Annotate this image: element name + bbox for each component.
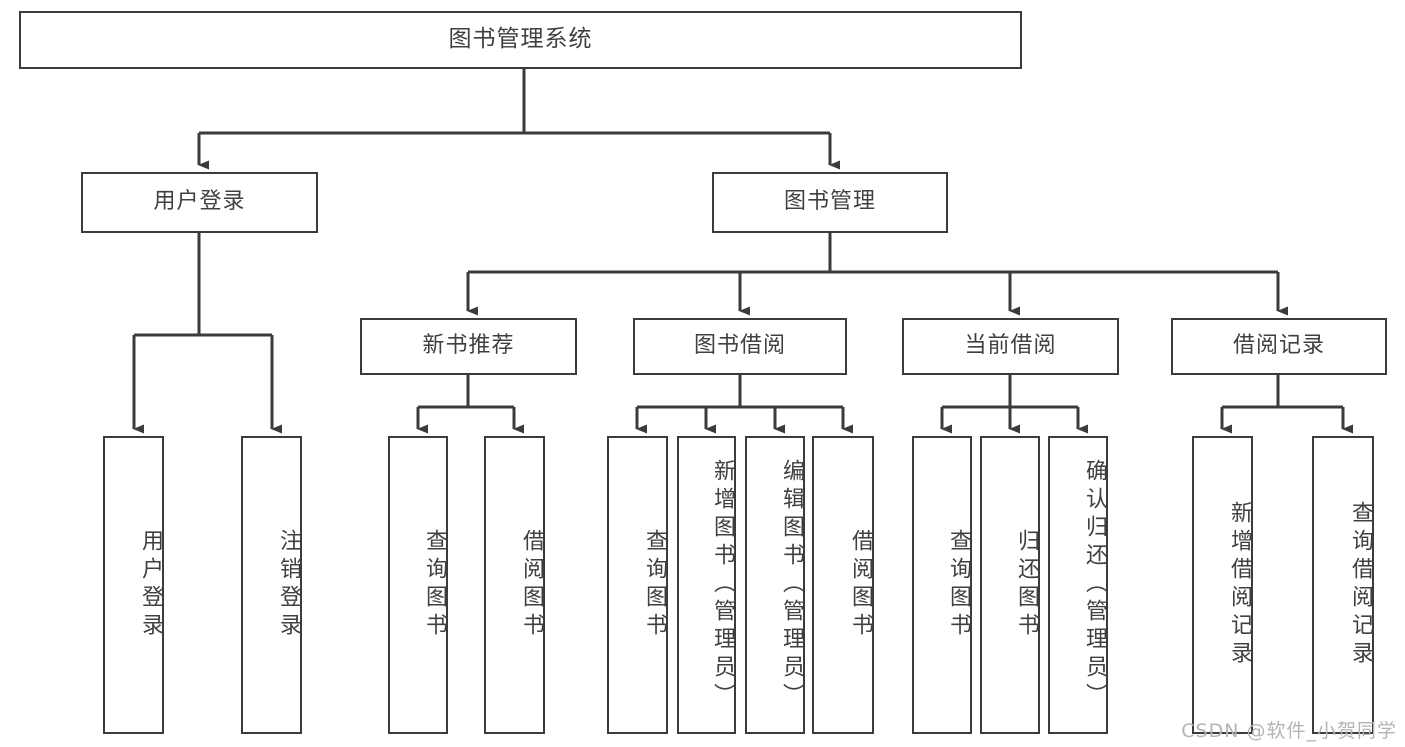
- node-leaf-query-book-2-label: 查询图书: [642, 529, 667, 641]
- node-leaf-add-record-label: 新增借阅记录: [1227, 501, 1252, 669]
- node-user-login[interactable]: 用户登录: [81, 172, 318, 233]
- node-leaf-user-login[interactable]: 用户登录: [103, 436, 164, 734]
- node-leaf-query-book-2[interactable]: 查询图书: [607, 436, 668, 734]
- node-leaf-edit-book[interactable]: 编辑图书（管理员）: [745, 436, 805, 734]
- node-leaf-query-book-3[interactable]: 查询图书: [912, 436, 972, 734]
- node-leaf-logout[interactable]: 注销登录: [241, 436, 302, 734]
- node-leaf-add-book[interactable]: 新增图书（管理员）: [677, 436, 736, 734]
- node-book-borrow-label: 图书借阅: [693, 333, 786, 359]
- node-leaf-confirm-return-label: 确认归还（管理员）: [1082, 459, 1107, 711]
- node-leaf-user-login-label: 用户登录: [138, 529, 163, 641]
- node-leaf-query-record-label: 查询借阅记录: [1348, 501, 1373, 669]
- node-leaf-borrow-book-1-label: 借阅图书: [519, 529, 544, 641]
- node-leaf-return-book-label: 归还图书: [1014, 529, 1039, 641]
- node-root[interactable]: 图书管理系统: [19, 11, 1022, 69]
- node-leaf-borrow-book-1[interactable]: 借阅图书: [484, 436, 545, 734]
- node-leaf-query-book-1-label: 查询图书: [422, 529, 447, 641]
- node-borrow-record[interactable]: 借阅记录: [1171, 318, 1387, 375]
- node-leaf-confirm-return[interactable]: 确认归还（管理员）: [1048, 436, 1108, 734]
- node-leaf-borrow-book-2-label: 借阅图书: [848, 529, 873, 641]
- node-leaf-add-book-label: 新增图书（管理员）: [710, 459, 735, 711]
- node-book-borrow[interactable]: 图书借阅: [633, 318, 847, 375]
- node-book-manage-label: 图书管理: [783, 189, 876, 215]
- node-user-login-label: 用户登录: [153, 189, 246, 215]
- node-current-borrow-label: 当前借阅: [964, 333, 1057, 359]
- node-root-label: 图书管理系统: [448, 26, 593, 53]
- node-leaf-return-book[interactable]: 归还图书: [980, 436, 1040, 734]
- node-leaf-add-record[interactable]: 新增借阅记录: [1192, 436, 1253, 734]
- node-book-manage[interactable]: 图书管理: [712, 172, 948, 233]
- node-leaf-query-book-3-label: 查询图书: [946, 529, 971, 641]
- node-leaf-query-record[interactable]: 查询借阅记录: [1312, 436, 1374, 734]
- node-current-borrow[interactable]: 当前借阅: [902, 318, 1119, 375]
- node-leaf-edit-book-label: 编辑图书（管理员）: [779, 459, 804, 711]
- node-new-book-rec-label: 新书推荐: [422, 333, 515, 359]
- node-borrow-record-label: 借阅记录: [1232, 333, 1325, 359]
- node-leaf-logout-label: 注销登录: [276, 529, 301, 641]
- node-leaf-query-book-1[interactable]: 查询图书: [388, 436, 448, 734]
- node-new-book-rec[interactable]: 新书推荐: [360, 318, 577, 375]
- node-leaf-borrow-book-2[interactable]: 借阅图书: [812, 436, 874, 734]
